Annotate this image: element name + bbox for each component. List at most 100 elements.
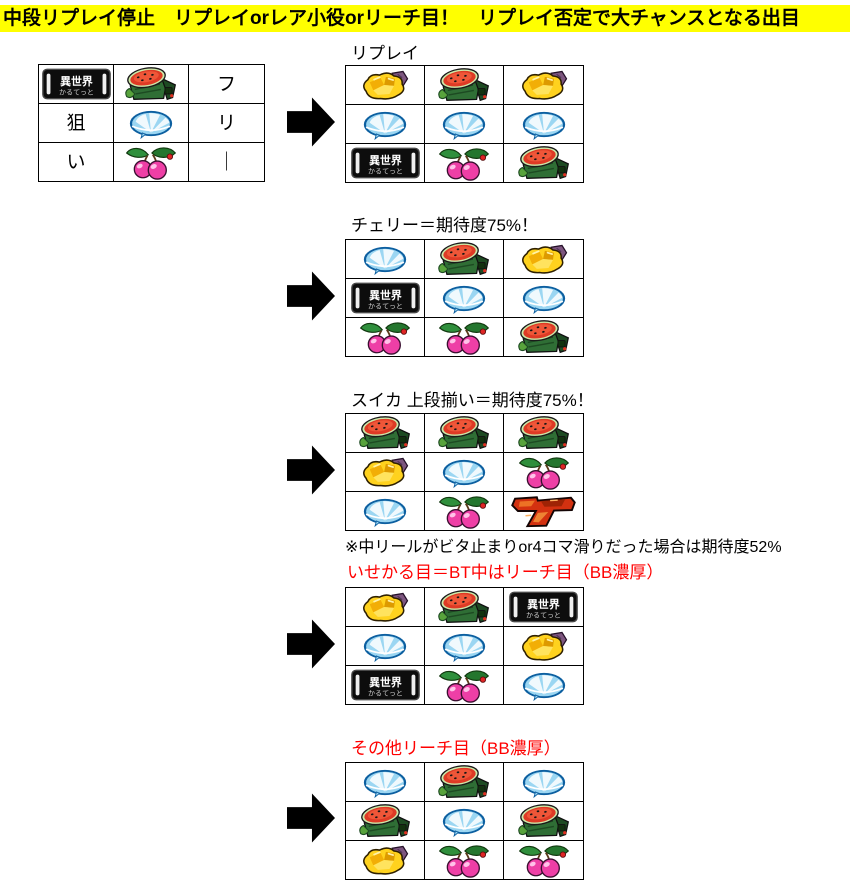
replay-icon [437, 108, 491, 141]
reel-cell-r3c2 [425, 144, 504, 182]
reel-cell-r1c3: 異世界かるてっと [504, 588, 583, 627]
reel-cell-r1c1 [346, 240, 425, 279]
reel-cell-r2c2 [425, 802, 504, 841]
aim-position-grid: 異世界かるてっとフ狙リい｜ [38, 64, 265, 182]
section-label-isekaru: いせかる目＝BT中はリーチ目（BB濃厚） [347, 563, 664, 582]
reel-cell-r3c1: 異世界かるてっと [346, 666, 425, 704]
reel-cell-r2c2 [425, 279, 504, 318]
watermelon-icon [435, 415, 493, 451]
reel-cell-r3c3: ｜ [189, 143, 264, 181]
cherry-icon [517, 842, 571, 878]
cherry-icon [517, 454, 571, 490]
reel-cell-r1c1 [346, 763, 425, 802]
reel-cell-r3c1 [346, 318, 425, 356]
reel-cell-r1c2 [425, 414, 504, 453]
cherry-icon [358, 319, 412, 355]
reel-cell-r3c3 [504, 492, 583, 530]
isekai-quartet-logo-icon: 異世界かるてっと [350, 280, 421, 316]
reel-cell-r2c3 [504, 627, 583, 666]
reel-cell-r1c3 [504, 66, 583, 105]
reel-cell-r3c2 [114, 143, 189, 181]
watermelon-icon [515, 803, 573, 839]
right-arrow-icon [287, 445, 335, 495]
cherry-icon [437, 842, 491, 878]
red-seven-icon [508, 493, 579, 529]
reel-cell-r2c1: 異世界かるてっと [346, 279, 425, 318]
reel-cell-r1c2 [114, 65, 189, 104]
section-label-watermelon: スイカ 上段揃い＝期待度75%！ [351, 391, 594, 410]
replay-icon [437, 282, 491, 315]
watermelon-icon [435, 241, 493, 277]
isekai-quartet-logo-icon: 異世界かるてっと [350, 145, 421, 181]
reel-cell-r2c3 [504, 453, 583, 492]
watermelon-footnote: ※中リールがビタ止まりor4コマ滑りだった場合は期待度52% [345, 539, 782, 556]
watermelon-icon [515, 415, 573, 451]
replay-icon [517, 766, 571, 799]
watermelon-icon [515, 145, 573, 181]
isekai-quartet-logo-icon: 異世界かるてっと [350, 667, 421, 703]
reel-cell-r1c1 [346, 66, 425, 105]
reel-cell-r1c2 [425, 588, 504, 627]
cherry-icon [124, 144, 178, 180]
svg-text:かるてっと: かるてっと [58, 88, 93, 96]
reel-cell-r2c1 [346, 453, 425, 492]
reel-cell-r2c2 [425, 453, 504, 492]
cherry-icon [437, 667, 491, 703]
reel-cell-r1c3 [504, 763, 583, 802]
watermelon-icon [435, 67, 493, 103]
reel-cell-text: リ [216, 112, 236, 134]
reel-cell-r2c3 [504, 802, 583, 841]
reel-cell-r2c3: リ [189, 104, 264, 143]
reel-cell-r3c2 [425, 841, 504, 879]
svg-text:かるてっと: かるてっと [367, 167, 402, 175]
reel-cell-r3c1 [346, 492, 425, 530]
reel-cell-r3c2 [425, 492, 504, 530]
reel-cell-r2c2 [425, 627, 504, 666]
reel-cell-r1c3 [504, 414, 583, 453]
reel-cell-r3c3 [504, 841, 583, 879]
outcome-grid-replay: 異世界かるてっと [345, 65, 584, 183]
gold-nugget-icon [357, 842, 413, 878]
reel-cell-r2c1 [346, 627, 425, 666]
watermelon-icon [122, 66, 180, 102]
reel-cell-r1c2 [425, 66, 504, 105]
reel-cell-r3c3 [504, 666, 583, 704]
svg-text:かるてっと: かるてっと [367, 689, 402, 697]
right-arrow-icon [287, 271, 335, 321]
reel-cell-r3c1 [346, 841, 425, 879]
svg-text:異世界: 異世界 [369, 288, 402, 302]
reel-cell-r2c2 [114, 104, 189, 143]
right-arrow-icon [287, 97, 335, 147]
right-arrow-icon [287, 793, 335, 843]
replay-icon [358, 108, 412, 141]
gold-nugget-icon [516, 67, 572, 103]
isekai-quartet-logo-icon: 異世界かるてっと [508, 589, 579, 625]
svg-text:異世界: 異世界 [369, 675, 402, 689]
section-label-replay: リプレイ [351, 44, 419, 63]
cherry-icon [437, 319, 491, 355]
replay-icon [437, 630, 491, 663]
gold-nugget-icon [357, 67, 413, 103]
cherry-icon [437, 493, 491, 529]
svg-text:異世界: 異世界 [369, 153, 402, 167]
replay-icon [124, 107, 178, 140]
header-banner: 中段リプレイ停止 リプレイorレア小役orリーチ目！ リプレイ否定で大チャンスと… [0, 5, 850, 32]
reel-cell-r2c3 [504, 279, 583, 318]
reel-cell-r1c3 [504, 240, 583, 279]
replay-icon [517, 669, 571, 702]
reel-cell-text: ｜ [216, 151, 236, 173]
replay-icon [437, 456, 491, 489]
watermelon-icon [356, 415, 414, 451]
reel-cell-r1c2 [425, 763, 504, 802]
reel-cell-r1c1 [346, 414, 425, 453]
outcome-grid-other-reach [345, 762, 584, 880]
gold-nugget-icon [516, 241, 572, 277]
svg-text:異世界: 異世界 [527, 597, 560, 611]
gold-nugget-icon [357, 589, 413, 625]
isekai-quartet-logo-icon: 異世界かるてっと [41, 66, 112, 102]
reel-cell-r1c2 [425, 240, 504, 279]
outcome-grid-watermelon [345, 413, 584, 531]
section-label-cherry: チェリー＝期待度75%！ [351, 216, 539, 235]
reel-cell-r2c2 [425, 105, 504, 144]
